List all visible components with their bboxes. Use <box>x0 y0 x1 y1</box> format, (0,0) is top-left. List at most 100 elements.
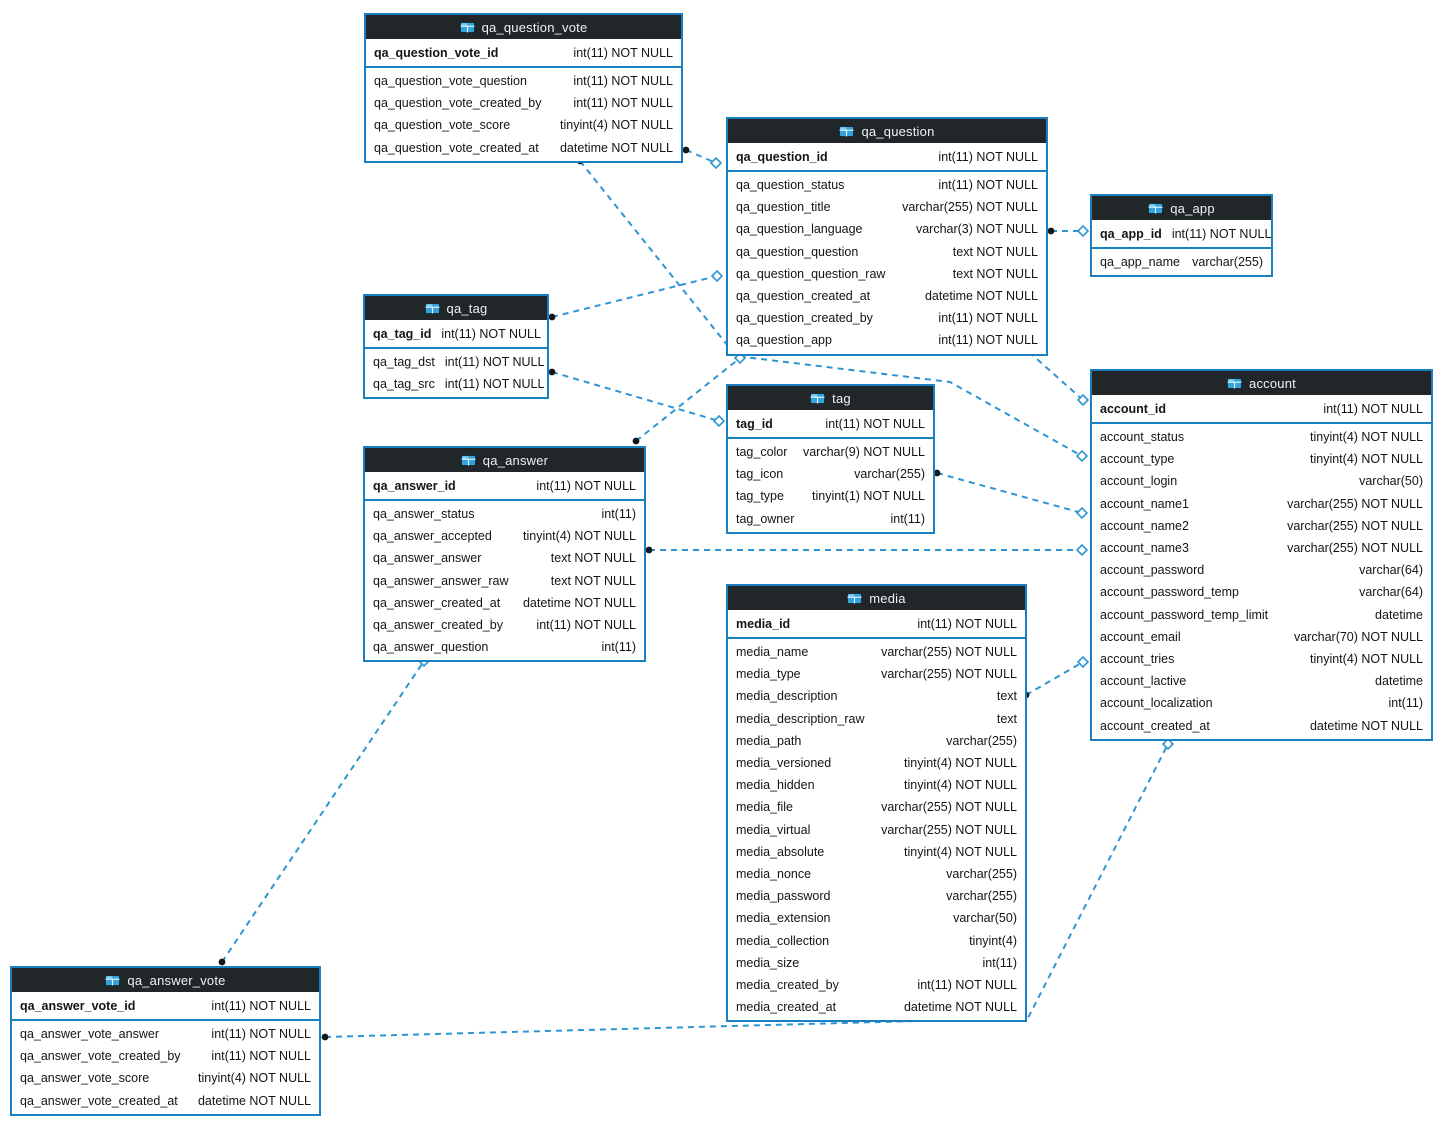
table-header-qa_answer[interactable]: qa_answer <box>365 448 644 472</box>
table-header-qa_question_vote[interactable]: qa_question_vote <box>366 15 681 39</box>
column-type: int(11) NOT NULL <box>938 178 1038 193</box>
fk-qa_question-account-line[interactable] <box>1028 351 1084 401</box>
fk-qa_tag-qa_question-line[interactable] <box>551 275 718 318</box>
table-header-qa_question[interactable]: qa_question <box>728 119 1046 143</box>
table-header-qa_app[interactable]: qa_app <box>1092 196 1271 220</box>
fk-qa_question_vote-qa_question-line[interactable] <box>685 149 717 164</box>
fk-qa_question_vote-account-line[interactable] <box>579 160 1083 457</box>
table-header-qa_tag[interactable]: qa_tag <box>365 296 547 320</box>
fk-qa_tag-qa_question-many-end-dot-icon <box>548 313 556 321</box>
fk-media-account-line[interactable] <box>1025 661 1084 696</box>
table-header-qa_answer_vote[interactable]: qa_answer_vote <box>12 968 319 992</box>
fk-tag-account-line[interactable] <box>936 472 1083 514</box>
fk-qa_tag-tag-line[interactable] <box>551 371 720 422</box>
table-header-media[interactable]: media <box>728 586 1025 610</box>
fk-qa_answer-qa_question-line[interactable] <box>635 357 741 442</box>
table-header-tag[interactable]: tag <box>728 386 933 410</box>
fk-qa_answer_vote-qa_answer-line[interactable] <box>221 660 425 963</box>
table-header-account[interactable]: account <box>1092 371 1431 395</box>
fk-qa_answer_vote-account-line[interactable] <box>324 743 1169 1038</box>
